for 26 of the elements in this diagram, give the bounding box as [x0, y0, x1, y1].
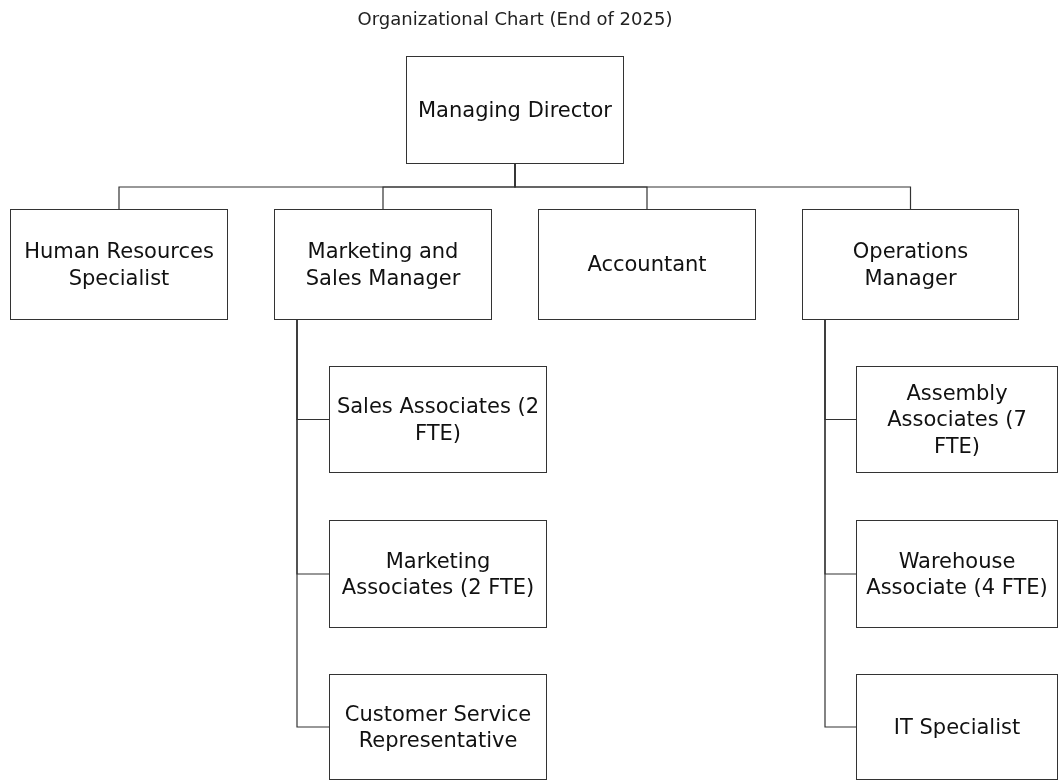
connector-line	[514, 163, 912, 210]
org-box	[856, 520, 1058, 628]
role-label: Marketing Associates (2 FTE)	[340, 547, 536, 601]
role-label: Operations Manager	[851, 238, 970, 291]
org-box	[329, 520, 547, 628]
role-label: Human Resources Specialist	[23, 238, 215, 291]
chart-title: Organizational Chart (End of 2025)	[356, 8, 674, 29]
connector-line	[296, 319, 330, 728]
org-box	[10, 209, 228, 320]
role-label: Marketing and Sales Manager	[304, 238, 462, 291]
role-label: Assembly Associates (7 FTE)	[886, 380, 1028, 459]
role-label: Managing Director	[418, 96, 612, 124]
role-label: Sales Associates (2 FTE)	[335, 393, 541, 446]
role-label: IT Specialist	[893, 713, 1021, 741]
org-box	[329, 674, 547, 780]
connector-line	[824, 319, 857, 728]
org-box	[856, 366, 1058, 473]
org-box	[856, 674, 1058, 780]
org-box	[802, 209, 1019, 320]
org-box	[329, 366, 547, 473]
role-label: Customer Service Representative	[343, 700, 533, 754]
role-label: Warehouse Associate (4 FTE)	[865, 547, 1049, 601]
org-box	[274, 209, 492, 320]
org-box	[538, 209, 756, 320]
role-label: Accountant	[587, 251, 707, 278]
org-box	[406, 56, 624, 164]
